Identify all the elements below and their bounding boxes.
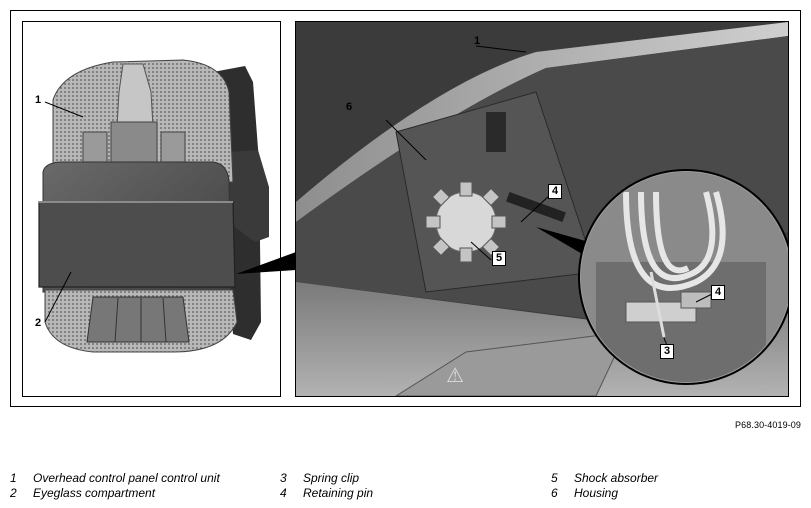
legend-text: Eyeglass compartment (33, 486, 156, 500)
callout-2-left: 2 (35, 317, 42, 329)
legend-item: 1 Overhead control panel control unit (10, 471, 220, 486)
left-illustration-panel: 1 2 (22, 21, 281, 397)
housing-installation-illustration: ⚠ (296, 22, 788, 396)
legend-text: Housing (574, 486, 619, 500)
callout-4-main: 4 (548, 184, 563, 199)
legend-item: 5 Shock absorber (551, 471, 658, 486)
legend-number: 3 (280, 471, 287, 485)
legend-number: 6 (551, 486, 558, 500)
figure-reference-code: P68.30-4019-09 (735, 420, 801, 430)
svg-text:⚠: ⚠ (446, 363, 464, 387)
callout-4-zoom: 4 (711, 285, 726, 300)
right-illustration-panel: ⚠ (295, 21, 789, 397)
legend-number: 4 (280, 486, 287, 500)
legend-text: Overhead control panel control unit (33, 471, 220, 485)
legend-item: 4 Retaining pin (280, 486, 373, 501)
connector-pointer (236, 252, 296, 274)
callout-3: 3 (660, 344, 675, 359)
legend-text: Retaining pin (303, 486, 374, 500)
callout-1-right: 1 (474, 35, 481, 47)
legend-text: Shock absorber (574, 471, 659, 485)
callout-1-left: 1 (35, 94, 42, 106)
callout-5: 5 (492, 251, 507, 266)
legend-number: 5 (551, 471, 558, 485)
legend-text: Spring clip (303, 471, 360, 485)
legend-number: 1 (10, 471, 17, 485)
legend-column-3: 5 Shock absorber 6 Housing (551, 471, 658, 501)
legend-item: 2 Eyeglass compartment (10, 486, 220, 501)
legend-column-2: 3 Spring clip 4 Retaining pin (280, 471, 373, 501)
legend-item: 6 Housing (551, 486, 658, 501)
legend-number: 2 (10, 486, 17, 500)
callout-6: 6 (346, 101, 353, 113)
legend-column-1: 1 Overhead control panel control unit 2 Ey… (10, 471, 220, 501)
legend-item: 3 Spring clip (280, 471, 373, 486)
overhead-control-panel-illustration (38, 59, 269, 353)
